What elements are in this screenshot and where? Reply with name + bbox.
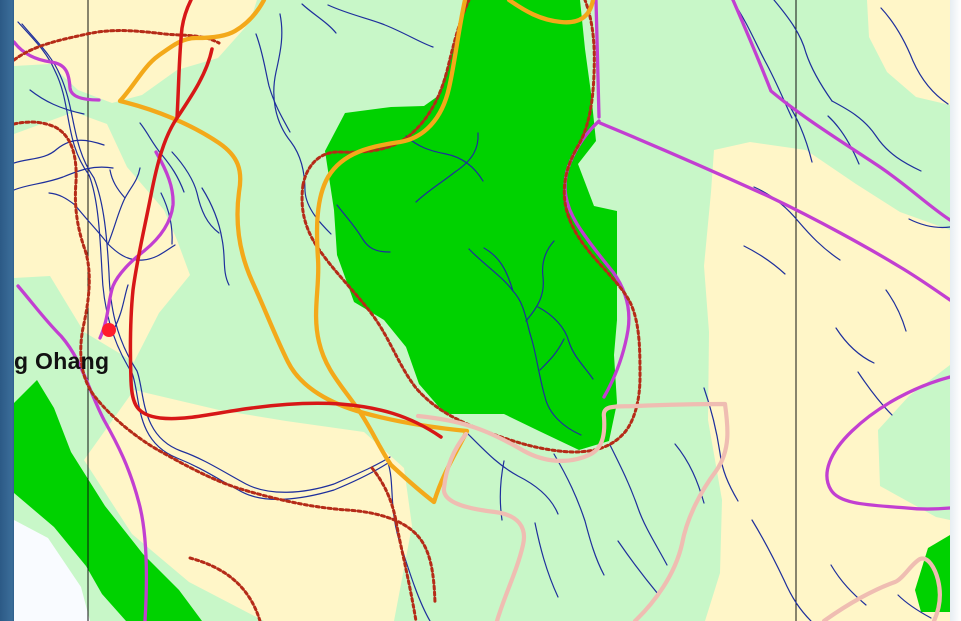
river-forest-branch-1 [483,247,514,292]
dotted-route-forest [300,0,642,454]
river-right-bottom-1 [751,519,812,621]
river-bottom-center-6 [703,387,739,502]
river-forest-branch-4 [539,338,565,371]
river-double-left [21,23,391,493]
map-canvas[interactable]: g Ohang [14,0,950,621]
river-right-bottom-3 [897,594,932,619]
magenta-boundary-left-diagonal [16,284,148,621]
red-route [128,0,443,439]
magenta-boundary-left-top [14,40,101,102]
river-bottom-center-1 [464,430,559,515]
river-forest-main [468,248,582,436]
right-strip [950,0,961,621]
river-forest-left [336,204,391,253]
river-main-left [17,21,431,621]
pink-path [415,401,942,621]
yellow-area-right [704,142,950,621]
river-forest-branch-3 [537,306,594,380]
river-right-middle-4 [857,371,893,416]
forest-area-center [325,0,617,450]
river-upper-left-branch-1 [14,166,114,191]
river-right-bottom-2 [830,564,867,606]
dotted-route-top-left [14,29,221,62]
river-right-top-3 [831,100,922,172]
map-svg [14,0,950,621]
river-tree-left [48,167,176,261]
river-upper-left-branch-3 [29,89,85,115]
yellow-area-top-left [14,0,257,103]
magenta-boundary-top-right [594,0,601,119]
yellow-area-top-right [867,0,950,105]
river-forest-upper [415,132,479,203]
magenta-boundary-right-top [731,0,950,222]
magenta-boundary-right-loop [825,375,950,511]
river-upper-left-branch-2 [14,139,105,164]
river-bottom-center-4 [609,444,668,566]
river-bottom-center-3 [553,453,605,576]
magenta-boundary-left-vertical [98,150,175,340]
river-top-middle-2 [301,3,337,34]
river-top-center [273,13,332,235]
magenta-boundary-right-long [598,121,950,302]
river-right-middle-3 [835,327,875,364]
river-bottom-center-5 [674,443,705,504]
river-forest-upper-2 [405,135,484,182]
river-right-top-2 [773,0,833,102]
orange-route [117,0,596,505]
white-area-bottom-left [14,520,90,621]
river-small-left-3 [201,187,230,286]
yellow-area-central-bottom [84,390,412,621]
dotted-route-bottom-left [188,556,262,621]
location-marker-icon[interactable] [102,323,116,337]
river-right-middle-6 [908,218,950,229]
river-small-left-5 [113,284,129,330]
river-small-left-2 [171,151,220,234]
dotted-route-forest-top [301,0,471,187]
dotted-route-bottom [370,466,418,621]
place-label: g Ohang [14,348,110,374]
forest-area-left-bottom [14,380,202,621]
river-right-middle-2 [743,245,786,275]
river-forest-branch-2 [525,240,555,322]
river-right-top-4 [880,7,949,105]
river-top-middle [327,4,434,48]
river-right-top-5 [827,115,860,165]
river-bottom-center-8 [617,540,659,595]
river-top-center-branch [255,33,291,133]
river-right-middle-5 [885,289,907,332]
dotted-route-left-loop [14,120,437,605]
river-right-middle-1 [753,186,841,261]
river-bottom-center-7 [534,522,559,598]
